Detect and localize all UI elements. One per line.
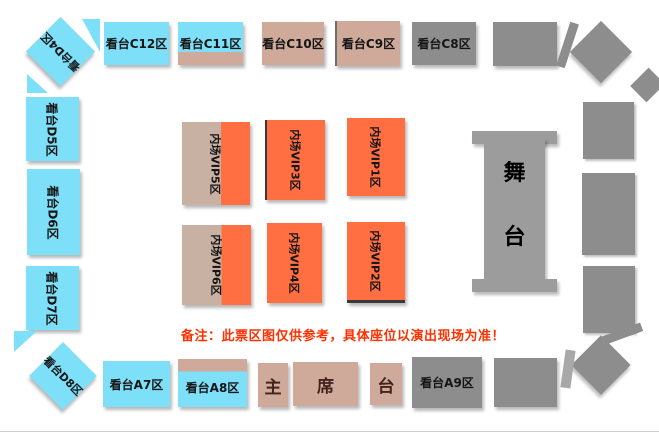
vip-zone-5[interactable]: 内场VIP5区 xyxy=(182,122,250,205)
stand-d8-label: 看台D8区 xyxy=(40,354,85,399)
corner-bl-sliver xyxy=(14,331,37,352)
stand-d7[interactable]: 看台D7区 xyxy=(26,266,79,330)
rostrum-block-tai: 台 xyxy=(370,363,402,405)
stand-d5-label: 看台D5区 xyxy=(45,101,59,157)
stand-c8[interactable]: 看台C8区 xyxy=(412,22,476,65)
stand-d4-label: 看台D4区 xyxy=(38,28,84,74)
corner-tr-sliver-2 xyxy=(630,67,659,103)
stand-c12[interactable]: 看台C12区 xyxy=(104,22,169,65)
stand-c11-label: 看台C11区 xyxy=(179,37,242,51)
stand-d8-corner[interactable]: 看台D8区 xyxy=(29,342,97,410)
rostrum-char-xi: 席 xyxy=(317,376,334,397)
rostrum-char-tai: 台 xyxy=(377,376,395,397)
vip-zone-6-label: 内场VIP6区 xyxy=(209,234,223,296)
right-edge-block-2 xyxy=(582,173,635,255)
note-text: 备注：此票区图仅供参考，具体座位以演出现场为准！ xyxy=(180,329,505,344)
stage-char-wu: 舞 xyxy=(503,161,526,186)
stand-c8-label: 看台C8区 xyxy=(417,37,471,51)
stand-block-bottom-unlabeled xyxy=(494,358,557,407)
stand-a8[interactable]: 看台A8区 xyxy=(178,359,247,407)
vip-zone-3-label: 内场VIP3区 xyxy=(289,129,303,191)
vip-zone-3[interactable]: 内场VIP3区 xyxy=(265,120,325,200)
right-edge-block-3 xyxy=(583,266,635,333)
stand-c10-label: 看台C10区 xyxy=(262,37,324,51)
stage xyxy=(484,138,545,286)
right-edge-block-1 xyxy=(583,102,634,159)
stage-bottom-bar xyxy=(472,279,557,292)
stand-a8-label: 看台A8区 xyxy=(185,380,240,395)
vip-zone-4-label: 内场VIP4区 xyxy=(287,232,301,294)
vip-zone-4[interactable]: 内场VIP4区 xyxy=(267,223,322,303)
vip-zone-2-label: 内场VIP2区 xyxy=(369,230,383,292)
corner-tl-sliver-2 xyxy=(27,74,48,93)
stand-d7-label: 看台D7区 xyxy=(45,270,59,326)
stand-a7-label: 看台A7区 xyxy=(109,377,164,392)
stand-d6-label: 看台D6区 xyxy=(46,184,60,240)
stand-c9-label: 看台C9区 xyxy=(341,37,396,51)
stand-c10[interactable]: 看台C10区 xyxy=(262,22,324,65)
rostrum-block-xi: 席 xyxy=(293,362,358,406)
stand-block-top-unlabeled xyxy=(493,22,557,66)
stand-d5[interactable]: 看台D5区 xyxy=(26,97,79,161)
rostrum-char-zhu: 主 xyxy=(264,377,282,398)
stand-a9[interactable]: 看台A9区 xyxy=(412,357,482,408)
vip-zone-6[interactable]: 内场VIP6区 xyxy=(182,225,251,305)
vip-zone-1[interactable]: 内场VIP1区 xyxy=(347,118,405,196)
stage-label: 舞 台 xyxy=(484,155,545,251)
stand-d4-corner[interactable]: 看台D4区 xyxy=(25,16,96,87)
stage-char-tai: 台 xyxy=(503,225,526,250)
vip-zone-5-label: 内场VIP5区 xyxy=(208,132,222,195)
bottom-divider xyxy=(0,431,659,432)
stand-a7[interactable]: 看台A7区 xyxy=(103,361,170,407)
vip-zone-2[interactable]: 内场VIP2区 xyxy=(347,222,405,303)
corner-tr-block xyxy=(569,20,633,84)
corner-br-sliver-2 xyxy=(560,349,576,389)
stand-a9-label: 看台A9区 xyxy=(420,376,474,390)
stand-c12-label: 看台C12区 xyxy=(105,37,168,51)
vip-zone-1-label: 内场VIP1区 xyxy=(369,126,383,188)
stand-c11[interactable]: 看台C11区 xyxy=(178,22,243,65)
stand-d6[interactable]: 看台D6区 xyxy=(27,169,80,255)
stand-c9[interactable]: 看台C9区 xyxy=(335,21,400,66)
rostrum-block-zhu: 主 xyxy=(258,363,288,407)
